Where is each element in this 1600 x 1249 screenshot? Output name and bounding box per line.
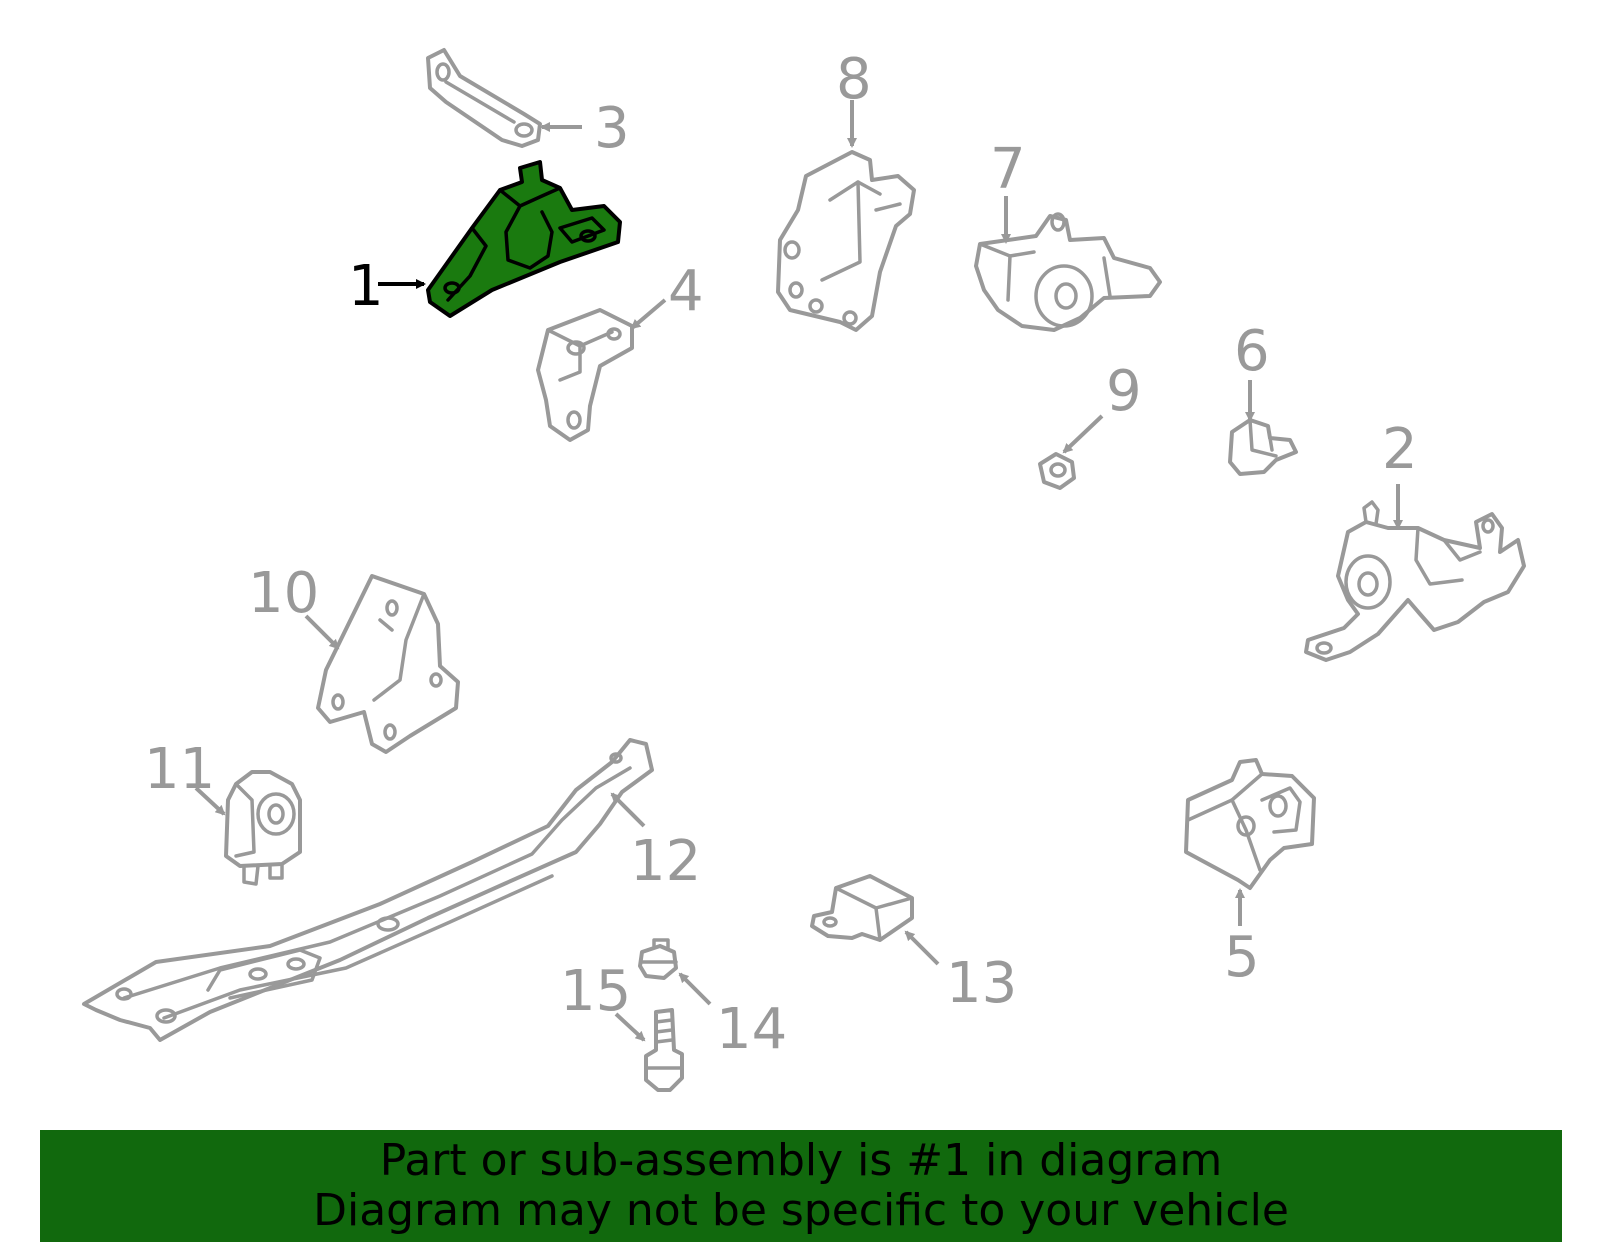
part-13-bracket[interactable] xyxy=(810,874,914,942)
callout-15: 15 xyxy=(560,959,631,1024)
callout-8: 8 xyxy=(836,47,872,112)
part-7-mount[interactable] xyxy=(974,212,1162,332)
part-6-clip[interactable] xyxy=(1228,418,1298,476)
callout-13: 13 xyxy=(946,951,1017,1016)
callout-5: 5 xyxy=(1224,925,1260,990)
callout-6: 6 xyxy=(1234,319,1270,384)
part-11-insulator[interactable] xyxy=(224,770,302,886)
banner-line-1: Part or sub-assembly is #1 in diagram xyxy=(379,1135,1223,1186)
callout-3: 3 xyxy=(594,96,630,161)
part-5-mount[interactable] xyxy=(1184,758,1316,890)
part-8-bracket[interactable] xyxy=(776,150,916,332)
callout-11: 11 xyxy=(144,737,215,802)
callout-9: 9 xyxy=(1106,359,1142,424)
part-10-bracket[interactable] xyxy=(316,574,460,754)
banner-line-2: Diagram may not be specific to your vehi… xyxy=(313,1185,1289,1236)
callout-2: 2 xyxy=(1382,417,1418,482)
part-2-mount-assembly[interactable] xyxy=(1304,500,1526,662)
part-4-bracket[interactable] xyxy=(536,308,634,442)
info-banner: Part or sub-assembly is #1 in diagram Di… xyxy=(40,1130,1562,1242)
callout-10: 10 xyxy=(248,561,319,626)
callout-4: 4 xyxy=(668,259,704,324)
part-12-crossmember[interactable] xyxy=(82,738,654,1042)
part-9-nut[interactable] xyxy=(1038,452,1076,490)
part-14-nut[interactable] xyxy=(638,938,678,980)
callout-1: 1 xyxy=(348,254,384,319)
callout-14: 14 xyxy=(716,997,787,1062)
part-3-bracket[interactable] xyxy=(426,48,542,148)
part-1-engine-mount[interactable] xyxy=(426,160,622,318)
callout-7: 7 xyxy=(990,137,1026,202)
part-15-bolt[interactable] xyxy=(644,1008,684,1092)
callout-12: 12 xyxy=(630,829,701,894)
